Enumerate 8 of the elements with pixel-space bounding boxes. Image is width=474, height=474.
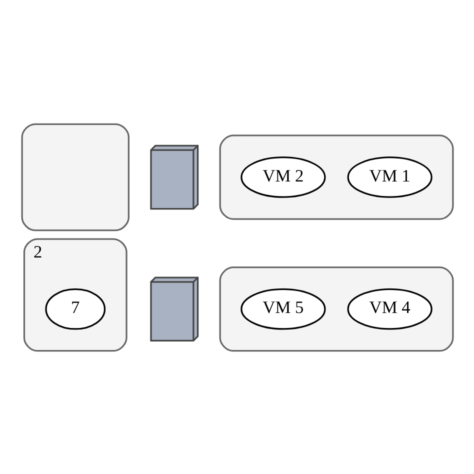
node-ellipse: 7 xyxy=(44,288,106,330)
node-ellipse: VM 2 xyxy=(240,156,326,198)
node-ellipse: VM 5 xyxy=(240,288,326,330)
cluster xyxy=(218,266,454,352)
node-ellipse: VM 1 xyxy=(346,156,432,198)
node-box xyxy=(20,122,129,231)
node-ellipse: VM 4 xyxy=(346,288,432,330)
cluster xyxy=(218,134,454,220)
